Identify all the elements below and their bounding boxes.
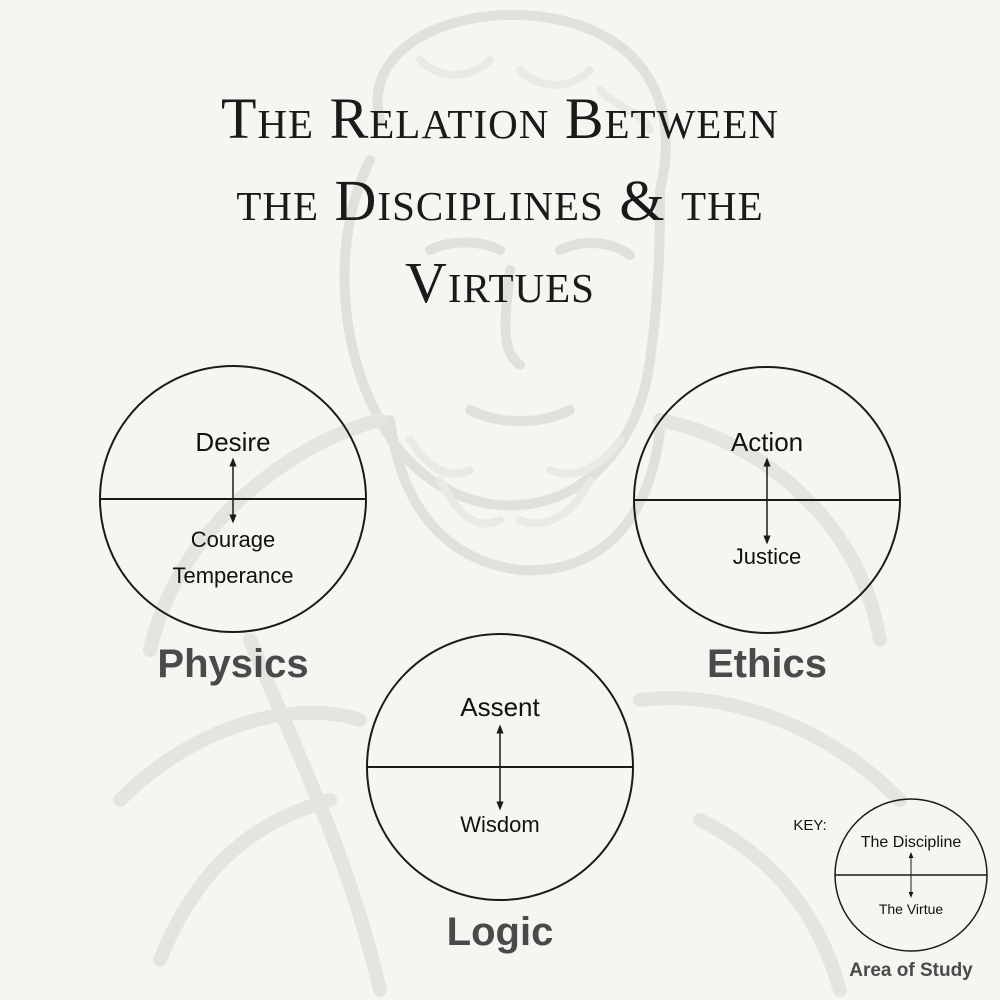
ethics-virtue-1: Justice	[733, 544, 801, 569]
title-line-2: the Disciplines & the	[236, 168, 764, 233]
key-discipline: The Discipline	[861, 834, 962, 851]
title-line-1: The Relation Between	[220, 86, 779, 151]
ethics-discipline: Action	[731, 427, 803, 457]
physics-discipline: Desire	[195, 427, 270, 457]
key-virtue: The Virtue	[879, 901, 944, 917]
physics-virtue-2: Temperance	[172, 563, 293, 588]
logic-circle-group: Assent Wisdom Logic	[366, 633, 634, 954]
ethics-area-label: Ethics	[707, 642, 827, 686]
title-line-3: Virtues	[405, 250, 595, 315]
key-area-label: Area of Study	[849, 960, 973, 981]
logic-discipline: Assent	[460, 692, 540, 722]
page-title: The Relation Between the Disciplines & t…	[100, 78, 900, 324]
logic-virtue-1: Wisdom	[460, 812, 539, 837]
ethics-circle-group: Action Justice Ethics	[633, 366, 901, 686]
logic-area-label: Logic	[447, 910, 554, 954]
physics-area-label: Physics	[157, 642, 308, 686]
physics-virtue-1: Courage	[191, 527, 275, 552]
key-label: KEY:	[793, 817, 826, 834]
key-legend: KEY: The Discipline The Virtue Area of S…	[793, 798, 988, 981]
physics-circle-group: Desire Courage Temperance Physics	[99, 365, 367, 686]
